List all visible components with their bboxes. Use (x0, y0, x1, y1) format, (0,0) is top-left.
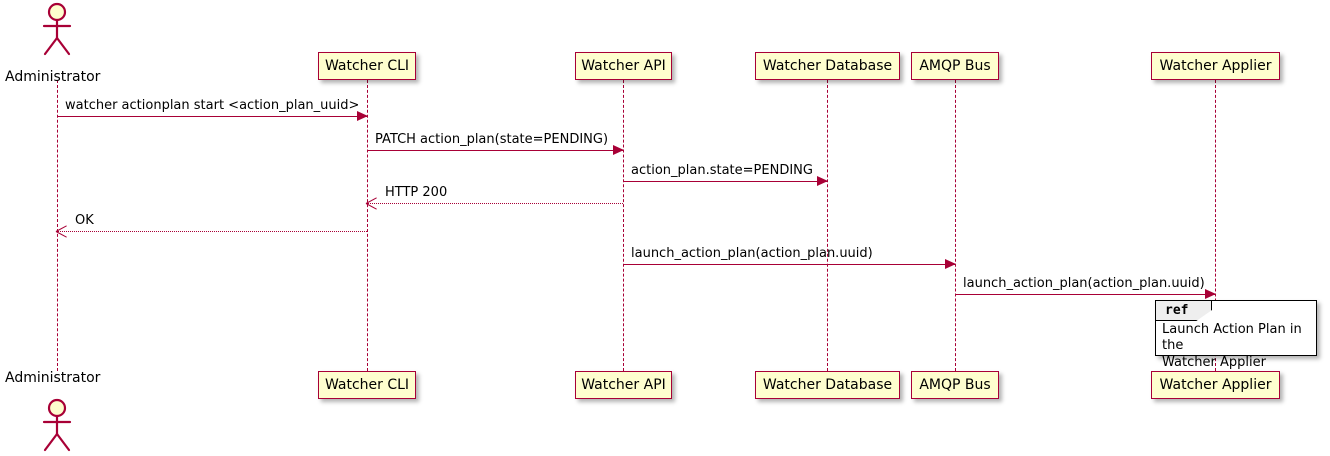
message-line (623, 264, 955, 265)
message-line (367, 150, 623, 151)
actor-stick-figure-icon (42, 2, 72, 56)
participant-amqp-bus-bottom[interactable]: AMQP Bus (911, 371, 999, 399)
arrowhead-right-icon (945, 259, 956, 269)
participant-label: AMQP Bus (919, 58, 991, 74)
message-label: OK (75, 212, 94, 228)
arrowhead-right-icon (357, 111, 368, 121)
participant-label: Watcher Applier (1159, 58, 1272, 74)
participant-label: Watcher CLI (324, 58, 410, 74)
participant-watcher-api-bottom[interactable]: Watcher API (575, 371, 672, 399)
message-line (57, 116, 367, 117)
participant-watcher-database-bottom[interactable]: Watcher Database (755, 371, 900, 399)
participant-watcher-cli-bottom[interactable]: Watcher CLI (318, 371, 416, 399)
participant-watcher-api-top[interactable]: Watcher API (575, 52, 672, 80)
message-line (367, 203, 623, 204)
actor-administrator-bottom[interactable] (37, 398, 77, 452)
message-line (955, 294, 1215, 295)
actor-administrator-top[interactable] (37, 2, 77, 56)
actor-administrator-top-label: Administrator (5, 69, 101, 85)
actor-administrator-bottom-label: Administrator (5, 370, 101, 386)
arrowhead-left-icon (366, 197, 378, 209)
participant-watcher-applier-top[interactable]: Watcher Applier (1151, 52, 1280, 80)
arrowhead-left-icon (56, 225, 68, 237)
lifeline-watcher-applier (1215, 80, 1216, 371)
lifeline-amqp-bus (955, 80, 956, 371)
arrowhead-right-icon (613, 145, 624, 155)
participant-label: Watcher Database (762, 377, 893, 393)
participant-label: Watcher Applier (1159, 377, 1272, 393)
participant-label: Watcher Database (762, 58, 893, 74)
arrowhead-right-icon (817, 176, 828, 186)
lifeline-watcher-cli (367, 80, 368, 371)
message-label: watcher actionplan start <action_plan_uu… (65, 97, 360, 113)
message-label: launch_action_plan(action_plan.uuid) (963, 275, 1205, 291)
participant-label: Watcher API (581, 377, 666, 393)
participant-label: AMQP Bus (919, 377, 991, 393)
actor-stick-figure-icon (42, 398, 72, 452)
fragment-text-line: Launch Action Plan in the (1162, 322, 1302, 354)
lifeline-watcher-api (623, 80, 624, 371)
message-line (623, 181, 827, 182)
fragment-operator-tab: ref (1156, 301, 1212, 321)
message-label: launch_action_plan(action_plan.uuid) (631, 245, 873, 261)
message-label: action_plan.state=PENDING (631, 162, 813, 178)
arrowhead-right-icon (1205, 289, 1216, 299)
participant-label: Watcher API (581, 58, 666, 74)
participant-watcher-applier-bottom[interactable]: Watcher Applier (1151, 371, 1280, 399)
message-line (57, 231, 367, 232)
message-label: PATCH action_plan(state=PENDING) (375, 131, 609, 147)
fragment-text-line: Watcher Applier (1162, 354, 1266, 370)
participant-watcher-cli-top[interactable]: Watcher CLI (318, 52, 416, 80)
participant-amqp-bus-top[interactable]: AMQP Bus (911, 52, 999, 80)
participant-watcher-database-top[interactable]: Watcher Database (755, 52, 900, 80)
participant-label: Watcher CLI (324, 377, 410, 393)
lifeline-watcher-database (827, 80, 828, 371)
message-label: HTTP 200 (385, 184, 448, 200)
